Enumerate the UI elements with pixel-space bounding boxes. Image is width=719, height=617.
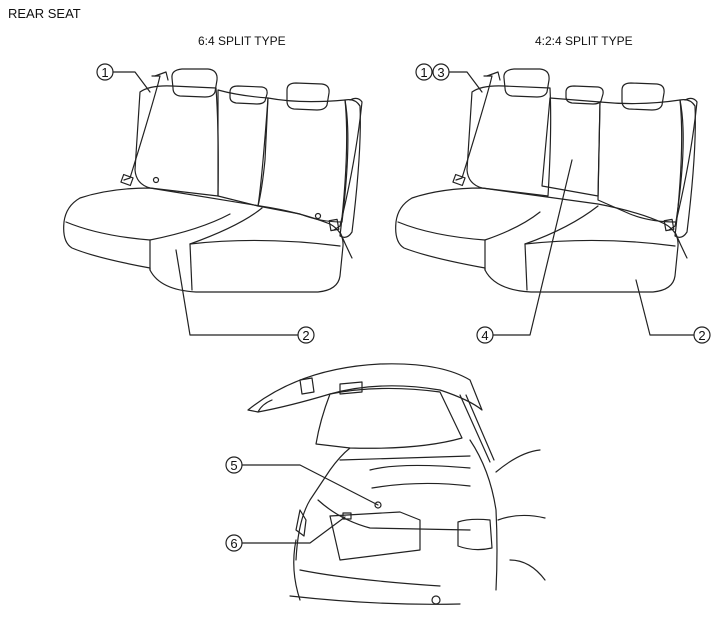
callout-group-cargo bbox=[225, 456, 379, 552]
page-title: REAR SEAT bbox=[8, 6, 81, 21]
cargo-area-illustration bbox=[247, 363, 546, 605]
liftgate bbox=[247, 363, 483, 413]
callout-2-right: 2 bbox=[698, 328, 705, 343]
headrest-center bbox=[229, 85, 268, 105]
seat-cushion-right bbox=[395, 187, 679, 293]
callout-group-right bbox=[415, 63, 711, 344]
seat-4-2-4-split bbox=[395, 68, 698, 293]
seatbelt-right bbox=[333, 97, 363, 231]
headrest-right bbox=[286, 82, 330, 111]
backrest-left bbox=[134, 85, 219, 197]
headrest-right-seat-right bbox=[621, 82, 665, 111]
callout-6: 6 bbox=[230, 536, 237, 551]
callout-1-right: 1 bbox=[420, 65, 427, 80]
headrest-right-seat-center bbox=[565, 85, 604, 105]
callout-5: 5 bbox=[230, 458, 237, 473]
headrest-left bbox=[171, 68, 218, 98]
seat-cushion bbox=[63, 187, 344, 293]
subtitle-6-4-split: 6:4 SPLIT TYPE bbox=[198, 34, 286, 48]
callout-3: 3 bbox=[437, 65, 444, 80]
seat-6-4-split bbox=[63, 68, 363, 293]
seatbelt-left bbox=[123, 75, 161, 181]
headrest-right-seat-left bbox=[503, 68, 550, 98]
callout-4: 4 bbox=[481, 328, 488, 343]
callout-2-left: 2 bbox=[302, 328, 309, 343]
callout-group-left bbox=[96, 63, 315, 344]
callout-1-left: 1 bbox=[101, 65, 108, 80]
subtitle-4-2-4-split: 4:2:4 SPLIT TYPE bbox=[535, 34, 633, 48]
backrest-right bbox=[257, 97, 349, 223]
